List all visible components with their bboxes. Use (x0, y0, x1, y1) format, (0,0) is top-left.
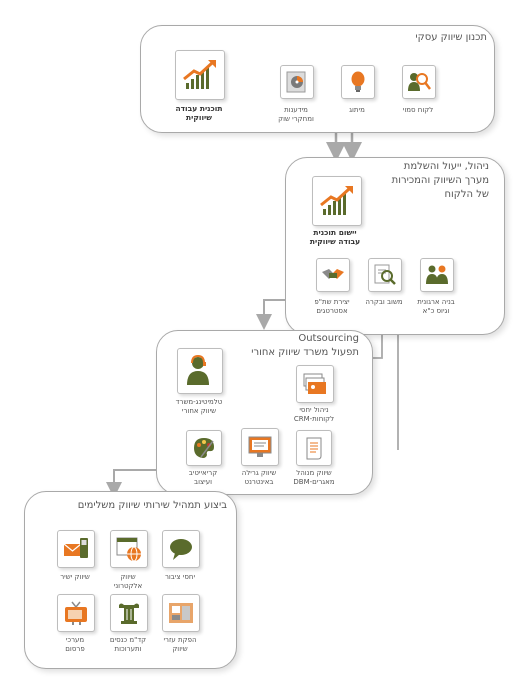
label-marketing-materials: הפקת עזרי שיווק (163, 636, 197, 653)
mail-phone-icon (63, 538, 88, 558)
label-pr: יחסי ציבור (164, 573, 196, 581)
speech-bubble-icon (170, 539, 192, 560)
lightbulb-icon (351, 71, 365, 92)
scroll-icon (306, 437, 322, 460)
label-mystery-shopper: לקוח סמוי (402, 106, 434, 114)
tile-guerrilla[interactable] (241, 428, 279, 466)
panel4-title: ביצוע תמהיל שירותי שיווק משלימים (77, 500, 227, 511)
label-market-research: מידענות ומחקרי שוק (278, 106, 314, 123)
label-work-plan: תוכנית עבודה שיווקית (175, 104, 223, 122)
panel3-title: Outsourcing תפעול משרד שיווק אחורי (251, 333, 359, 358)
label-direct-marketing: שיווק ישיר (60, 573, 90, 581)
label-creative: קריאייטיב ועיצוב (188, 469, 218, 486)
label-dbm: שיווק מנוהל מאגרים-DBM (293, 469, 335, 486)
tv-icon (65, 601, 87, 625)
tile-mystery-shopper[interactable] (402, 65, 436, 99)
label-branding: מיתוג (349, 106, 365, 114)
growth-chart-icon (320, 186, 353, 215)
tile-branding[interactable] (341, 65, 375, 99)
pillar-icon (119, 603, 139, 624)
label-implement-plan: יישום תוכנית עבודה שיווקית (309, 228, 361, 246)
tile-emarketing[interactable] (110, 530, 148, 568)
arrow-p3-p4 (106, 469, 162, 498)
tile-creative[interactable] (186, 430, 222, 466)
label-crm: ניהול יחסי לקוחות-CRM (293, 406, 335, 423)
label-telemarketing: טלמיטינג-משרד שיווק אחורי (175, 398, 223, 415)
label-guerrilla: שיווק גרילה באינטרנט (241, 469, 277, 486)
tile-telemarketing[interactable] (177, 348, 223, 394)
tile-crm[interactable] (296, 365, 334, 403)
panel-complementary-services (24, 491, 237, 669)
team-icon (426, 265, 448, 284)
label-partnerships: יצירת שת"פ אסטרטגים (314, 298, 350, 315)
palette-icon (194, 438, 214, 458)
tile-feedback-control[interactable] (368, 258, 402, 292)
tile-marketing-materials[interactable] (162, 594, 200, 632)
tile-implement-plan[interactable] (312, 176, 362, 226)
tile-conferences[interactable] (110, 594, 148, 632)
tile-dbm[interactable] (296, 430, 332, 466)
panel1-title: תכנון שיווק עסקי (415, 32, 487, 43)
tile-partnerships[interactable] (316, 258, 350, 292)
label-emarketing: שיווק אלקטרוני (113, 573, 143, 590)
tile-org-building[interactable] (420, 258, 454, 292)
tile-direct-marketing[interactable] (57, 530, 95, 568)
panel2-title: ניהול, ייעול והשלמת מערך השיווק והמכירות… (391, 161, 489, 200)
label-advertising: מערכי פרסום (65, 636, 85, 653)
people-magnifier-icon (408, 73, 431, 91)
monitor-icon (248, 436, 272, 457)
tile-pr[interactable] (162, 530, 200, 568)
growth-chart-icon (183, 60, 216, 89)
handshake-icon (322, 269, 344, 279)
tile-advertising[interactable] (57, 594, 95, 632)
label-conferences: קד"מ כנסים ותערוכות (109, 636, 147, 653)
tile-market-research[interactable] (280, 65, 314, 99)
label-feedback-control: משוב ובקרה (365, 298, 403, 306)
document-magnifier-icon (374, 264, 396, 285)
crm-cards-icon (303, 373, 326, 394)
tile-work-plan[interactable] (175, 50, 225, 100)
label-org-building: בניה ארגונית וגיוס כ"א (417, 298, 455, 315)
data-disc-icon (286, 71, 306, 93)
telemarketer-icon (187, 354, 209, 385)
marketing-materials-icon (169, 603, 193, 623)
web-globe-icon (116, 537, 141, 562)
arrow-p2-p3-left (256, 299, 290, 330)
